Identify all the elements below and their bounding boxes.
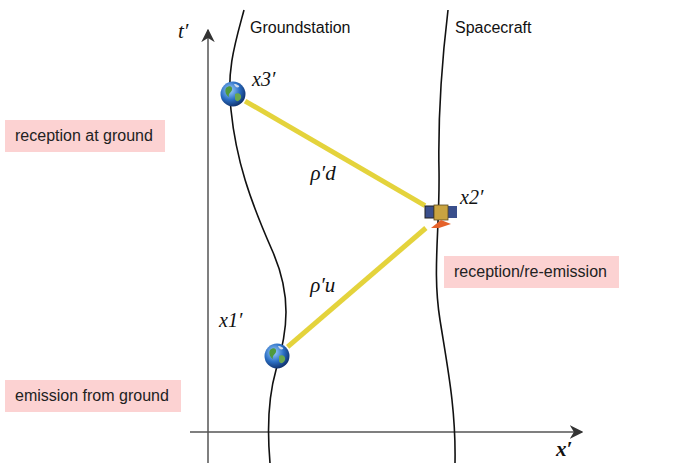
ground-event: x1′ [264, 343, 290, 369]
axis-label: t′ [178, 20, 188, 42]
earth-icon [220, 81, 246, 107]
event-label: x2′ [460, 186, 483, 208]
event-note-box: reception at ground [5, 120, 165, 152]
earth-land [225, 86, 232, 97]
event-note-box: emission from ground [5, 380, 181, 412]
earth-globe [265, 344, 290, 369]
axis-label: x′ [556, 438, 572, 460]
solar-panel [448, 206, 457, 218]
satellite-plume [431, 220, 451, 228]
earth-land [235, 93, 241, 101]
spacecraft-event: x2′ [425, 202, 457, 228]
satellite-icon [425, 202, 457, 228]
time-axis [207, 30, 209, 463]
signal-path [288, 228, 426, 347]
event-label: x3′ [252, 68, 275, 90]
note-text: emission from ground [15, 385, 171, 407]
groundstation-worldline [230, 10, 286, 463]
earth-land [279, 355, 285, 363]
earth-icon [264, 343, 290, 369]
worldline-label: Spacecraft [455, 17, 531, 39]
spacecraft-worldline [436, 10, 455, 463]
space-axis [190, 431, 582, 433]
earth-globe [221, 82, 246, 107]
solar-panel [425, 206, 434, 218]
event-label: x1′ [219, 309, 242, 331]
range-label: ρ′d [310, 162, 335, 184]
event-note-box: reception/re-emission [444, 256, 619, 288]
earth-land [269, 348, 276, 359]
range-label: ρ′u [310, 274, 335, 296]
earth-cloud [234, 84, 239, 87]
note-text: reception at ground [15, 125, 155, 147]
earth-cloud [278, 346, 283, 349]
note-text: reception/re-emission [454, 261, 609, 283]
signal-path [245, 101, 425, 206]
worldline-label: Groundstation [250, 17, 351, 39]
satellite-body [434, 205, 448, 220]
ground-event: x3′ [220, 81, 246, 107]
